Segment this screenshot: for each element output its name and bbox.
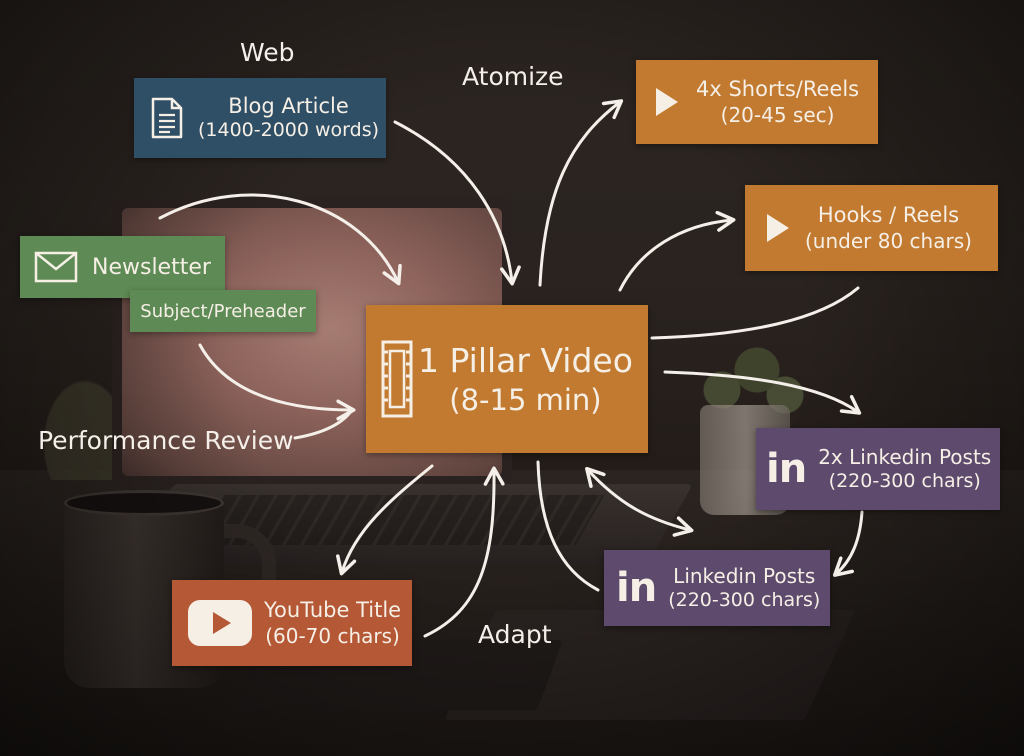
play-icon (656, 88, 678, 116)
arrow-hub-to-hooks (618, 210, 736, 292)
envelope-icon (34, 251, 78, 283)
hooks-subtitle: (under 80 chars) (805, 228, 972, 253)
film-strip-icon (380, 339, 414, 419)
blog-article-node: Blog Article (1400-2000 words) (134, 78, 386, 158)
shorts-reels-node: 4x Shorts/Reels (20-45 sec) (636, 60, 878, 144)
linkedin-subtitle: (220-300 chars) (668, 588, 821, 611)
arrow-hooks-to-hub (650, 286, 860, 340)
play-icon (767, 214, 789, 242)
arrow-youtube-to-hub (423, 466, 505, 638)
arrow-hub-to-youtube (336, 464, 434, 576)
newsletter-subject-node: Subject/Preheader (130, 290, 316, 332)
youtube-title-node: YouTube Title (60-70 chars) (172, 580, 412, 666)
newsletter-node: Newsletter (20, 236, 225, 298)
hooks-reels-node: Hooks / Reels (under 80 chars) (745, 185, 998, 271)
linkedin-2x-node: in 2x Linkedin Posts (220-300 chars) (756, 428, 1000, 510)
label-performance-review: Performance Review (38, 426, 294, 455)
arrow-blog-to-hub (393, 120, 521, 286)
newsletter-subtitle: Subject/Preheader (140, 300, 306, 322)
linkedin-icon: in (766, 446, 807, 492)
linkedin2x-title: 2x Linkedin Posts (818, 444, 992, 469)
newsletter-title: Newsletter (92, 254, 211, 280)
linkedin2x-subtitle: (220-300 chars) (828, 469, 981, 492)
label-adapt: Adapt (478, 620, 552, 649)
hub-title: 1 Pillar Video (418, 341, 633, 381)
linkedin-icon: in (616, 565, 657, 611)
arrow-newsletter-to-hub (158, 193, 402, 286)
document-icon (150, 97, 184, 139)
linkedin-title: Linkedin Posts (673, 563, 816, 588)
arrow-linkedin-to-hub (536, 460, 600, 592)
shorts-title: 4x Shorts/Reels (696, 77, 860, 102)
label-atomize: Atomize (462, 62, 564, 91)
linkedin-node: in Linkedin Posts (220-300 chars) (604, 550, 830, 626)
youtube-subtitle: (60-70 chars) (265, 623, 400, 648)
blog-title: Blog Article (228, 94, 349, 118)
shorts-subtitle: (20-45 sec) (720, 102, 835, 127)
pillar-video-hub: 1 Pillar Video (8-15 min) (366, 305, 648, 453)
arrow-performance-loop (198, 343, 356, 421)
arrow-performance-out (293, 408, 354, 440)
arrow-hub-to-linkedin2x (663, 370, 862, 415)
arrow-hub-linkedin-bidirectional (585, 466, 694, 537)
blog-subtitle: (1400-2000 words) (198, 119, 380, 142)
youtube-icon (188, 600, 252, 646)
hooks-title: Hooks / Reels (817, 203, 960, 228)
arrow-hub-to-shorts (538, 99, 624, 287)
arrow-linkedin2x-to-linkedin (832, 510, 864, 577)
hub-subtitle: (8-15 min) (449, 382, 602, 417)
youtube-title: YouTube Title (264, 598, 402, 623)
label-web: Web (240, 38, 295, 67)
